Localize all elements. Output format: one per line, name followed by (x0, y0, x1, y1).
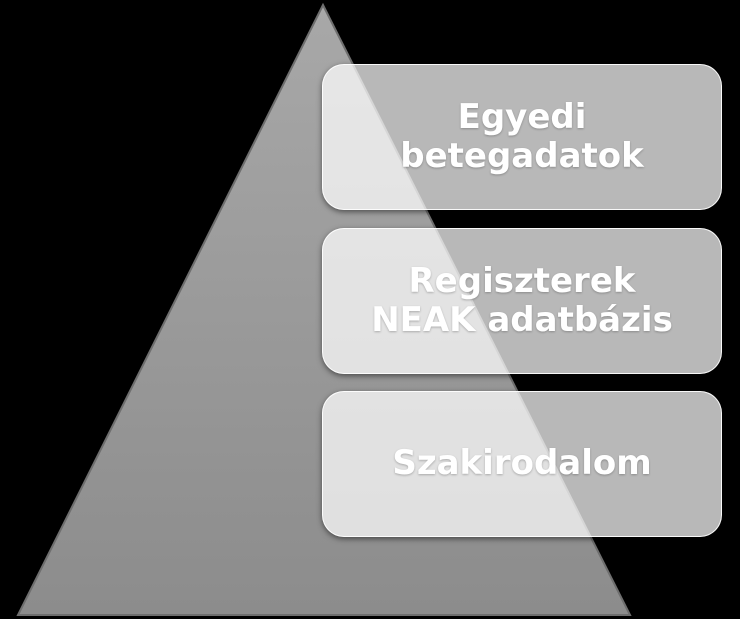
level-box-middle: Regiszterek NEAK adatbázis (322, 228, 722, 374)
level-middle-line-1: Regiszterek (408, 260, 636, 301)
level-bottom-line-1: Szakirodalom (392, 443, 652, 484)
level-box-top: Egyedi betegadatok (322, 64, 722, 210)
level-box-bottom-label: Szakirodalom (392, 443, 652, 484)
level-box-middle-label: Regiszterek NEAK adatbázis (371, 260, 673, 341)
level-middle-line-2: NEAK adatbázis (371, 300, 673, 340)
level-top-line-2: betegadatok (400, 136, 644, 176)
level-box-bottom: Szakirodalom (322, 391, 722, 537)
level-top-line-1: Egyedi (457, 96, 587, 137)
level-box-top-label: Egyedi betegadatok (400, 96, 644, 177)
